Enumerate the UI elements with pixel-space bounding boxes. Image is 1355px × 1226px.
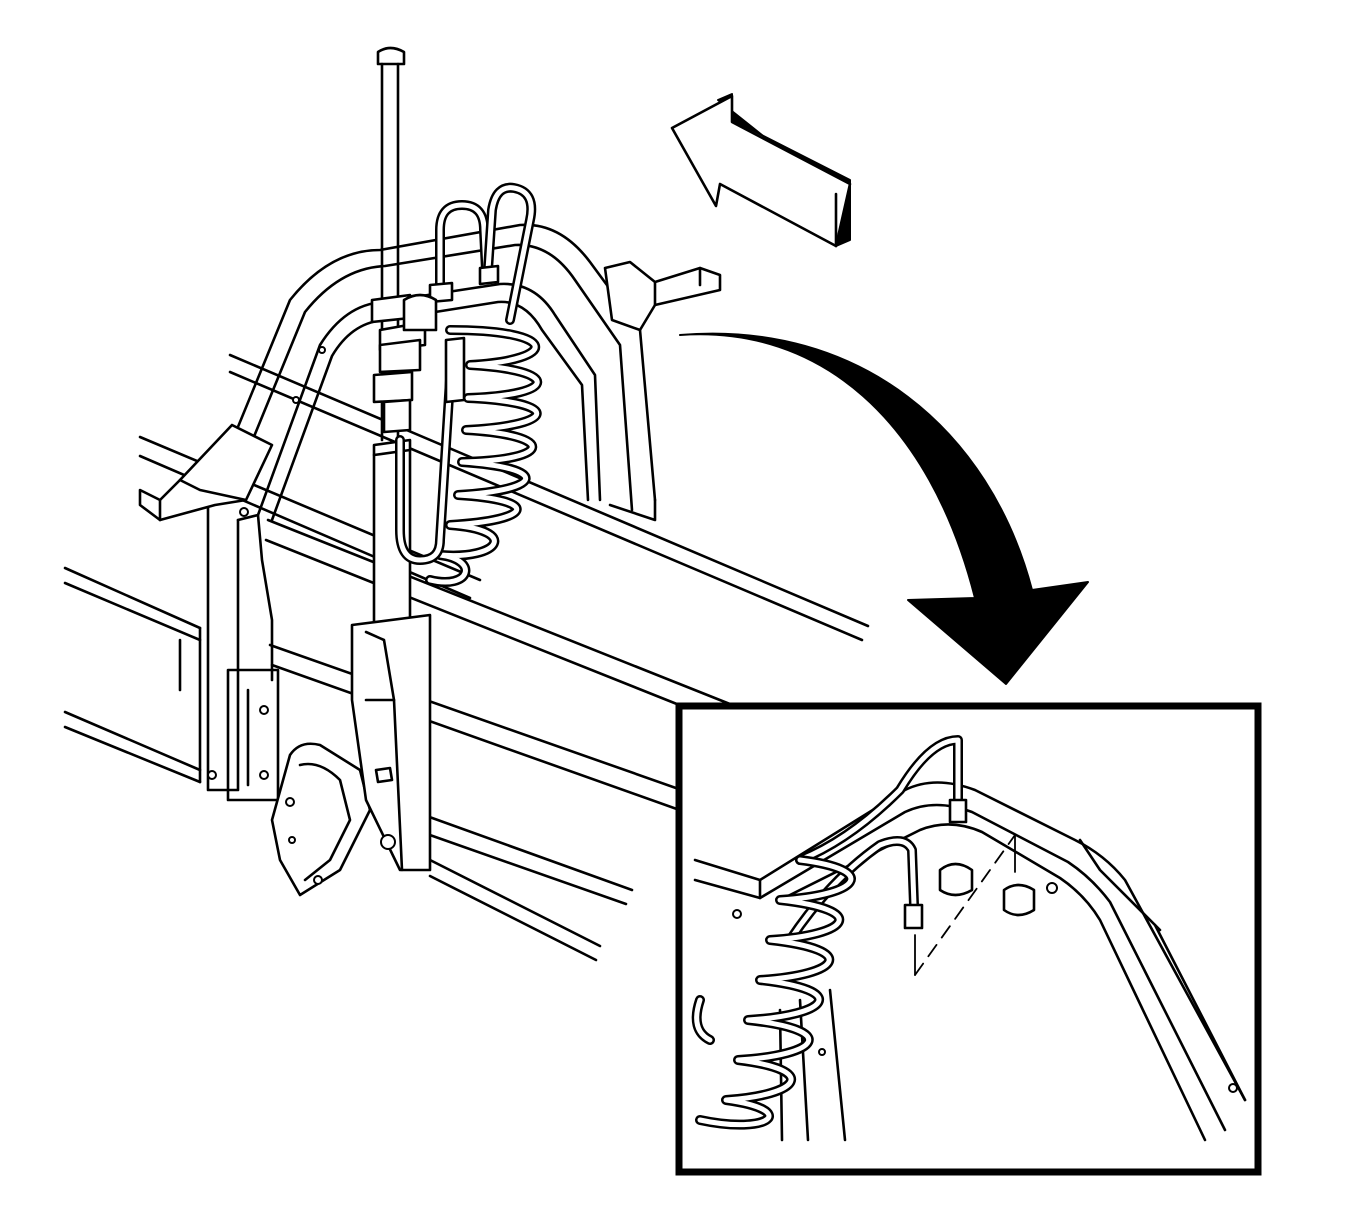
- view-transition-arrow: [679, 332, 1089, 685]
- hose-coil: [372, 182, 542, 587]
- hinge-bracket: [270, 742, 372, 897]
- detail-inset-view: [675, 702, 1262, 1176]
- left-mounting-bracket: [138, 423, 274, 522]
- right-mounting-bracket: [603, 260, 722, 332]
- direction-arrow-outline: [670, 93, 852, 248]
- support-rod: [350, 46, 432, 872]
- frame-rails: [63, 353, 870, 962]
